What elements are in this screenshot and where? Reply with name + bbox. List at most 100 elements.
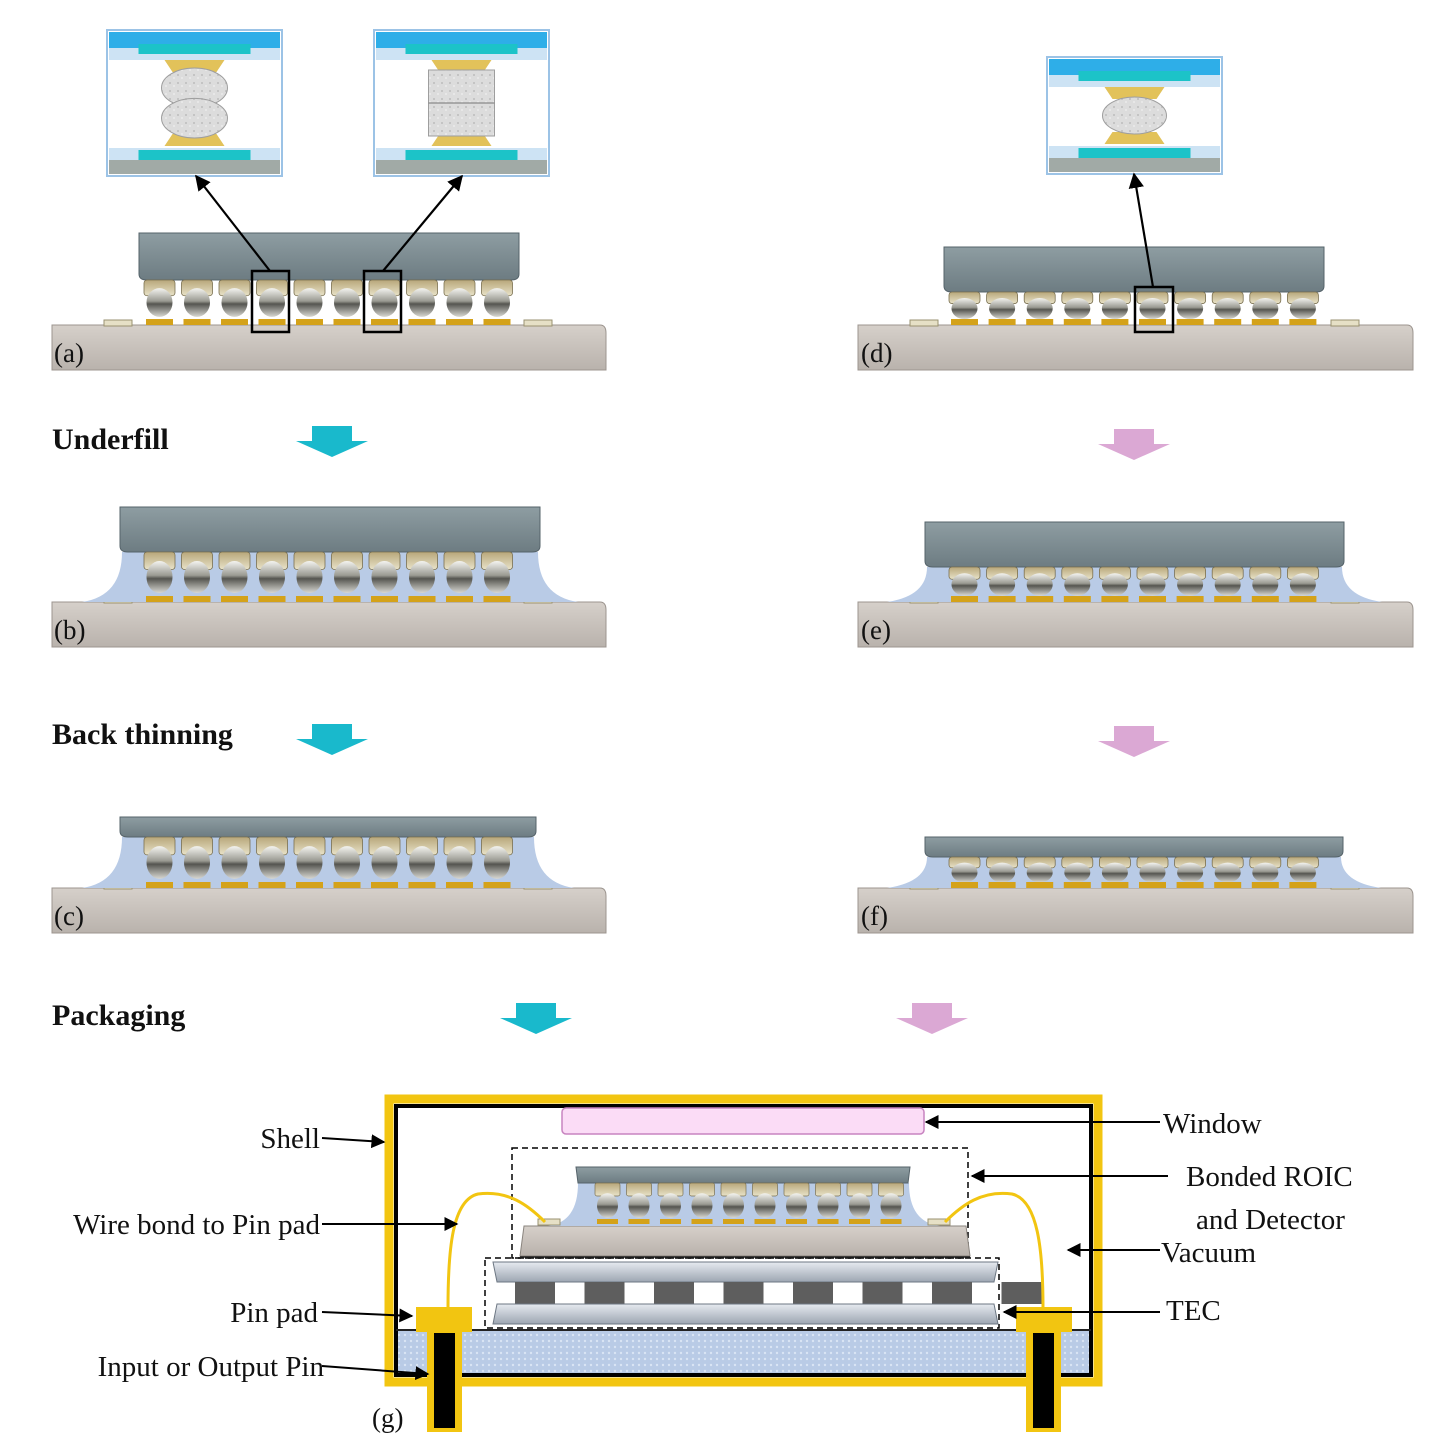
indium-bump [443,279,476,325]
bump-solder [1252,297,1279,320]
bump-pad-bottom [1251,596,1279,602]
bump-pad-bottom [1026,596,1054,602]
shell-inner [394,1104,1093,1377]
bump-solder [333,846,361,879]
bump-pad-bottom [146,596,173,602]
inset-bottom-substrate [376,160,547,174]
inset-top-ubm [431,60,492,72]
tec-dashed-box [484,1257,1000,1329]
bump-solder [296,846,323,879]
bump-pad-bottom [258,319,286,325]
bump-pad-bottom [1139,882,1166,888]
bump-solder [1177,573,1204,596]
bump-pad-bottom [371,319,398,325]
tec-leg [654,1282,694,1304]
package-bump [783,1182,810,1224]
inset-bottom-ubm [1104,132,1165,144]
bump-pad-bottom [628,1219,650,1224]
substrate [857,324,1414,371]
bump-solder [371,561,398,593]
roic-pad [927,1218,951,1226]
io-pin-left-core [434,1333,455,1428]
bump-pad-bottom [371,882,398,888]
label-bonded-roic: Bonded ROIC [1186,1161,1353,1193]
tec-leg [515,1282,555,1304]
step-label-packaging: Packaging [52,999,185,1032]
bump-solder [754,1193,776,1218]
bump-pad-bottom [754,1219,776,1224]
indium-bump [256,551,288,602]
inset-bottom-substrate [1049,158,1220,172]
detector-chip [943,246,1325,293]
bump-solder [1026,573,1053,596]
indium-bump [986,856,1018,888]
indium-bump [406,551,438,602]
bump-pad-bottom [1214,882,1242,888]
indium-bump [1287,856,1319,888]
bump-pad-bottom [723,1219,744,1224]
bump-solder [691,1193,713,1218]
bump-solder [221,846,248,879]
bump-pad-bottom [951,882,978,888]
bump-pad-bottom [951,319,978,325]
bump-pad-bottom [1214,319,1242,325]
indium-bump [406,279,438,325]
assembly-b [51,506,607,648]
indium-bump [443,551,476,602]
tec-leg [723,1282,764,1304]
bump-pad-bottom [1214,596,1242,602]
bump-solder [660,1193,681,1218]
bump-pad-bottom [333,882,361,888]
bump-solder [296,288,323,317]
pin-pad-leader [321,1308,414,1323]
bump-solder [1139,297,1166,320]
indium-bump [986,566,1018,602]
indium-bump [1174,566,1206,602]
window-glass [561,1107,925,1135]
indium-bump [1174,856,1206,888]
wire-bond-left [446,1191,547,1309]
indium-bump [256,836,288,888]
detector-chip [924,836,1344,858]
indium-bump [331,836,363,888]
bump-solder [371,846,398,879]
bump-pad-bottom [446,596,473,602]
bump-pad-bottom [221,596,248,602]
substrate-pad [909,319,939,327]
detector-chip [138,232,520,281]
bump-solder [1064,297,1091,320]
indium-bump [1061,291,1094,325]
bump-pad-bottom [660,1219,681,1224]
bump-pad-bottom [1289,596,1317,602]
inset-bottom-contact [1078,148,1191,158]
indium-bump [1211,856,1244,888]
indium-bump [368,279,401,325]
indium-bump [1249,291,1282,325]
bump-solder [989,573,1016,596]
bump-solder [849,1193,870,1218]
indium-bump [1061,856,1094,888]
indium-bump [1099,566,1131,602]
bump-pad-bottom [1251,882,1279,888]
bump-solder [446,288,473,317]
indium-bump [1023,856,1056,888]
bump-pad-bottom [1139,319,1166,325]
bump-solder [951,862,978,883]
arrow-right-2 [1098,726,1170,757]
bump-solder [951,573,978,596]
bump-solder [446,561,473,593]
bump-solder [880,1193,902,1218]
io-pin-leader [321,1365,430,1381]
substrate [51,887,607,934]
bump-pad-bottom [258,882,286,888]
package-bump [878,1182,904,1224]
indium-bump [218,836,251,888]
label-window: Window [1163,1108,1262,1140]
inset-top-ubm [164,60,225,72]
bump-pad-bottom [446,319,473,325]
label-pin-pad: Pin pad [230,1297,318,1329]
bump-solder [183,846,211,879]
tec-leg [862,1282,903,1304]
